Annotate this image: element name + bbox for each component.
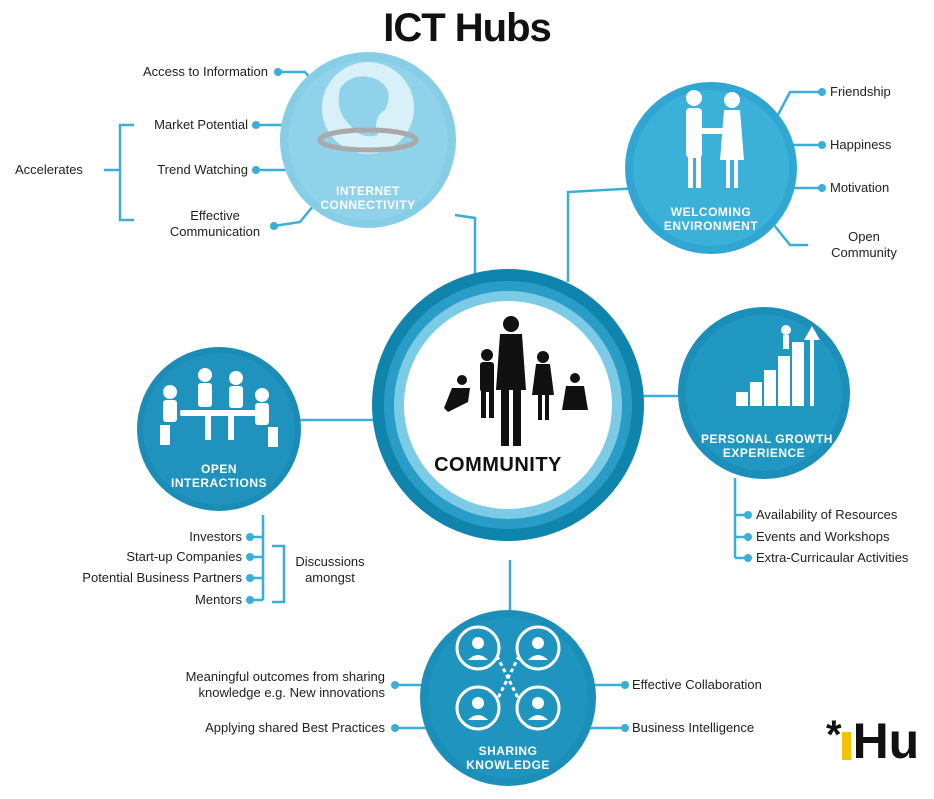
label-access: Access to Information bbox=[143, 64, 268, 79]
network-people-icon bbox=[455, 625, 561, 731]
page-title: ICT Hubs bbox=[383, 6, 552, 50]
label-motivation: Motivation bbox=[830, 180, 890, 195]
handshake-people-icon bbox=[686, 90, 744, 188]
label-accelerates: Accelerates bbox=[15, 162, 83, 177]
connector-internet bbox=[454, 213, 477, 282]
label-trend: Trend Watching bbox=[157, 162, 248, 177]
meeting-people-icon bbox=[160, 368, 278, 447]
label-resources: Availability of Resources bbox=[756, 507, 898, 522]
hub-personal-growth bbox=[678, 307, 850, 479]
connector-welcoming bbox=[566, 186, 641, 282]
label-mentors: Mentors bbox=[195, 592, 242, 607]
label-market: Market Potential bbox=[154, 117, 248, 132]
label-business-intelligence: Business Intelligence bbox=[632, 720, 755, 735]
hub-welcoming-environment bbox=[625, 82, 797, 254]
label-collaboration: Effective Collaboration bbox=[632, 677, 762, 692]
label-investors: Investors bbox=[189, 529, 242, 544]
community-people-icon bbox=[444, 316, 588, 446]
hub-open-interactions bbox=[137, 347, 301, 511]
label-events: Events and Workshops bbox=[756, 529, 890, 544]
label-best-practices: Applying shared Best Practices bbox=[205, 720, 385, 735]
growth-stairs-icon bbox=[736, 325, 820, 406]
core-title: COMMUNITY bbox=[434, 454, 562, 476]
hub-sharing-knowledge bbox=[420, 610, 596, 786]
label-partners: Potential Business Partners bbox=[82, 570, 242, 585]
label-happiness: Happiness bbox=[830, 137, 892, 152]
label-startups: Start-up Companies bbox=[126, 549, 242, 564]
ihub-logo: *Hu bbox=[826, 713, 920, 769]
globe-icon bbox=[317, 62, 419, 154]
label-extra: Extra-Curricaular Activities bbox=[756, 550, 909, 565]
hub-internet-connectivity bbox=[280, 52, 456, 228]
label-friendship: Friendship bbox=[830, 84, 891, 99]
core-community bbox=[372, 269, 644, 541]
